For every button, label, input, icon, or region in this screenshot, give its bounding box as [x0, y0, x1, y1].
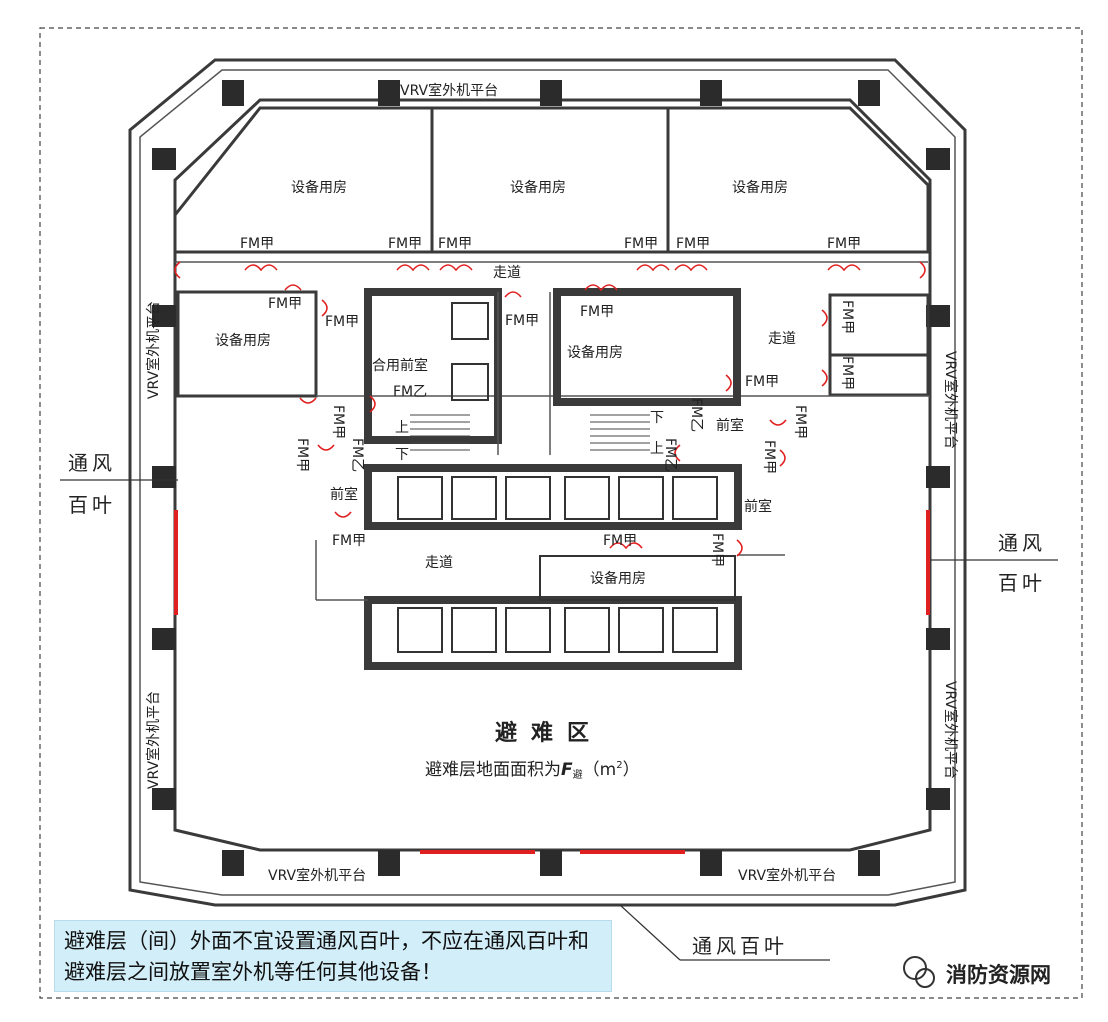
- label-anteroom-3: 前室: [744, 498, 772, 515]
- label-louver-left-2: 百叶: [68, 493, 116, 517]
- label-stair-down-1: 下: [395, 447, 409, 463]
- label-equipment-room-5: 设备用房: [567, 344, 623, 361]
- building-outline: [128, 58, 967, 907]
- label-vrv-top: VRV室外机平台: [400, 82, 498, 99]
- label-fm-a-3: FM甲: [438, 236, 472, 252]
- label-anteroom-2: 前室: [716, 417, 744, 434]
- label-fm-a-19: FM甲: [761, 440, 777, 474]
- label-fm-a-2: FM甲: [388, 236, 422, 252]
- label-louver-right-1: 通风: [998, 531, 1046, 555]
- label-fm-a-1: FM甲: [240, 236, 274, 252]
- formula-open: （: [583, 760, 600, 780]
- label-fm-a-18: FM甲: [792, 405, 808, 439]
- label-fm-a-10: FM甲: [580, 304, 614, 320]
- formula-symbol: F: [561, 760, 573, 780]
- label-equipment-room-6: 设备用房: [590, 570, 646, 587]
- label-fm-a-7: FM甲: [268, 296, 302, 312]
- formula-unit: m: [600, 760, 617, 780]
- label-louver-right-2: 百叶: [998, 571, 1046, 595]
- label-shared-anteroom: 合用前室: [372, 357, 428, 374]
- label-corridor-2: 走道: [768, 331, 796, 347]
- note-box: [54, 920, 612, 992]
- label-fm-a-13: FM甲: [603, 533, 637, 549]
- label-fm-b-1: FM乙: [393, 384, 427, 400]
- label-vrv-right-top: VRV室外机平台: [942, 351, 959, 449]
- label-refuge-area: 避难区: [495, 720, 603, 746]
- label-fm-a-17: FM甲: [839, 356, 855, 390]
- louver-callouts: 通风 百叶 通风 百叶 通风百叶: [60, 451, 1058, 961]
- formula-prefix: 避难层地面面积为: [425, 760, 561, 780]
- label-fm-a-8: FM甲: [325, 314, 359, 330]
- label-fm-a-9: FM甲: [505, 313, 539, 329]
- watermark-text: 消防资源网: [946, 963, 1051, 987]
- label-stair-up-2: 上: [650, 441, 664, 457]
- label-equipment-room-2: 设备用房: [510, 179, 566, 196]
- label-vrv-bottom-right: VRV室外机平台: [738, 867, 836, 884]
- label-vrv-left-bottom: VRV室外机平台: [145, 691, 162, 789]
- label-fm-a-20: FM甲: [709, 533, 725, 567]
- label-fm-a-12: FM甲: [332, 533, 366, 549]
- note-text: 避难层（间）外面不宜设置通风百叶，不应在通风百叶和避难层之间放置室外机等任何其他…: [64, 929, 589, 984]
- label-vrv-bottom-left: VRV室外机平台: [268, 867, 366, 884]
- label-fm-a-14: FM甲: [330, 405, 346, 439]
- label-equipment-room-1: 设备用房: [291, 179, 347, 196]
- label-fm-a-15: FM甲: [294, 438, 310, 472]
- dashed-frame: [39, 27, 1083, 999]
- side-rooms: [176, 290, 930, 398]
- wechat-logo-icon: [903, 956, 935, 988]
- label-stair-down-2: 下: [650, 410, 664, 426]
- label-equipment-room-3: 设备用房: [732, 179, 788, 196]
- structural-columns: [152, 80, 950, 876]
- label-stair-up-1: 上: [395, 420, 409, 436]
- formula-unit-sup: 2: [616, 760, 622, 771]
- label-fm-b-4: FM乙: [662, 438, 678, 472]
- label-fm-a-6: FM甲: [827, 236, 861, 252]
- label-anteroom-1: 前室: [330, 486, 358, 503]
- formula-close: ）: [623, 760, 640, 780]
- label-corridor-1: 走道: [493, 265, 521, 281]
- label-fm-a-5: FM甲: [676, 236, 710, 252]
- label-louver-left-1: 通风: [68, 451, 116, 475]
- label-fm-b-3: FM乙: [688, 398, 704, 432]
- label-fm-a-11: FM甲: [745, 374, 779, 390]
- label-corridor-3: 走道: [425, 555, 453, 571]
- top-equipment-rooms: [173, 106, 930, 263]
- label-vrv-right-bottom: VRV室外机平台: [942, 681, 959, 779]
- label-louver-bottom: 通风百叶: [692, 934, 788, 958]
- label-vrv-left-top: VRV室外机平台: [145, 301, 162, 399]
- label-fm-a-16: FM甲: [839, 300, 855, 334]
- louver-marks: [174, 510, 930, 854]
- label-fm-b-2: FM乙: [349, 438, 365, 472]
- fire-doors: [174, 261, 926, 557]
- label-refuge-formula: 避难层地面面积为F避（m2）: [425, 760, 640, 781]
- room-labels: 设备用房 设备用房 设备用房 设备用房 设备用房 设备用房 VRV室外机平台 V…: [145, 82, 959, 884]
- core: [315, 288, 785, 670]
- label-equipment-room-4: 设备用房: [215, 332, 271, 349]
- formula-subscript: 避: [573, 768, 583, 781]
- label-fm-a-4: FM甲: [624, 236, 658, 252]
